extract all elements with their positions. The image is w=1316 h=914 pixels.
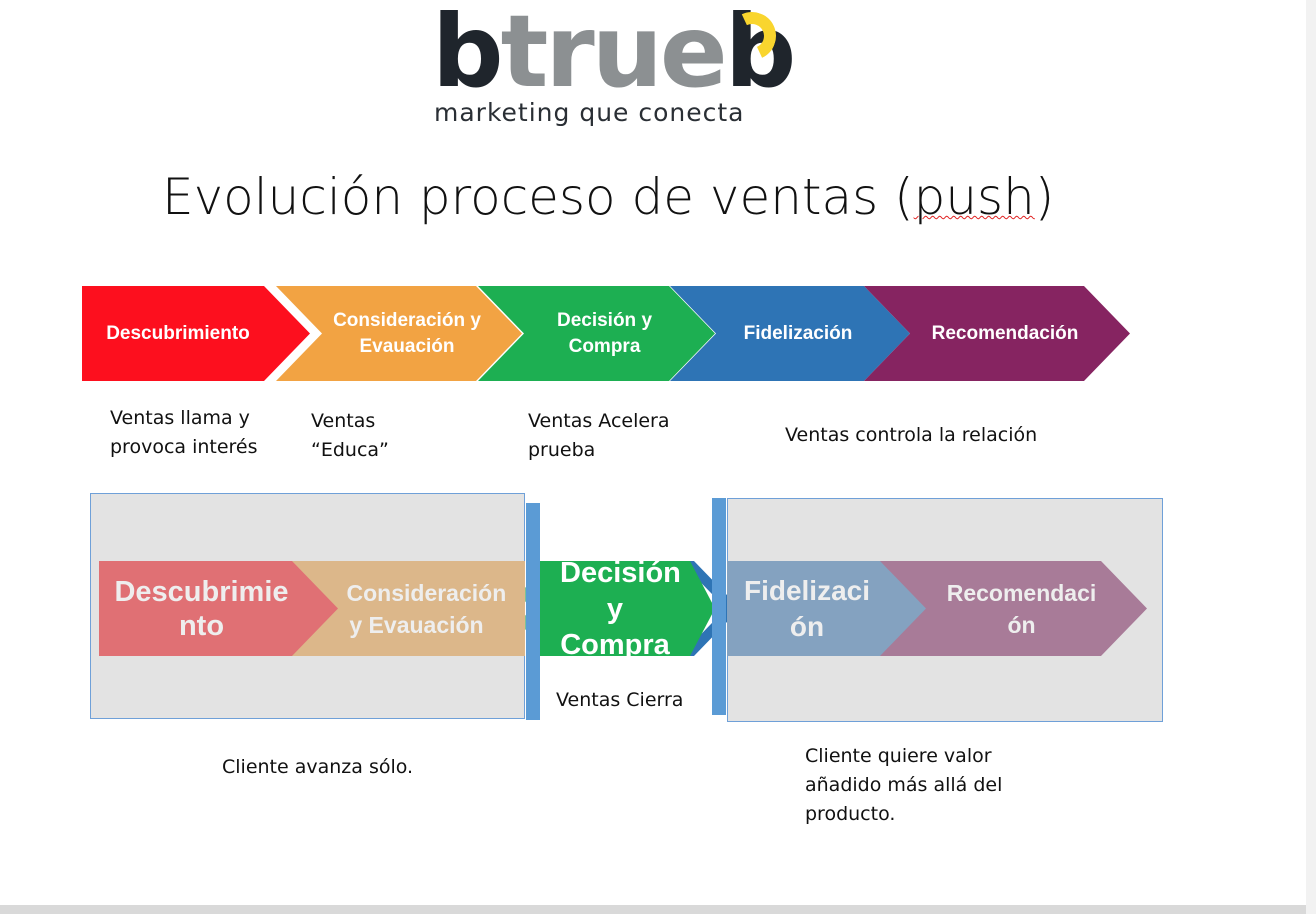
note-cliente-valor: Cliente quiere valor añadido más allá de… <box>805 745 1003 825</box>
slide-title: Evolución proceso de ventas (push) <box>162 168 1055 226</box>
note-cliente-avanza: Cliente avanza sólo. <box>222 756 414 778</box>
slide-bottom-edge <box>0 905 1316 914</box>
divider-bar-left <box>526 503 540 720</box>
stage-consideracion: Consideración y Evauación <box>276 286 522 381</box>
stage-descubrimiento: Descubrimiento <box>82 286 310 381</box>
stage-decision-highlight: Decisión y Compra <box>540 561 715 656</box>
note-consideracion: Ventas “Educa” <box>311 410 389 461</box>
note-decision: Ventas Acelera prueba <box>528 410 670 461</box>
divider-bar-right <box>712 498 726 715</box>
stage-decision: Decisión y Compra <box>478 286 715 381</box>
stage-recomendacion-faded: Recomendación <box>880 561 1147 656</box>
logo: btrueb <box>432 0 796 110</box>
stage-fidelizacion-faded: Fidelización <box>727 561 927 656</box>
note-ventas-cierra: Ventas Cierra <box>556 689 684 711</box>
note-fidelizacion: Ventas controla la relación <box>785 424 1038 446</box>
stage-descubrimiento-faded: Descubrimiento <box>99 561 340 656</box>
slide-right-edge <box>1306 0 1316 914</box>
note-descubrimiento: Ventas llama y provoca interés <box>110 407 258 458</box>
logo-tagline: marketing que conecta <box>434 98 745 127</box>
